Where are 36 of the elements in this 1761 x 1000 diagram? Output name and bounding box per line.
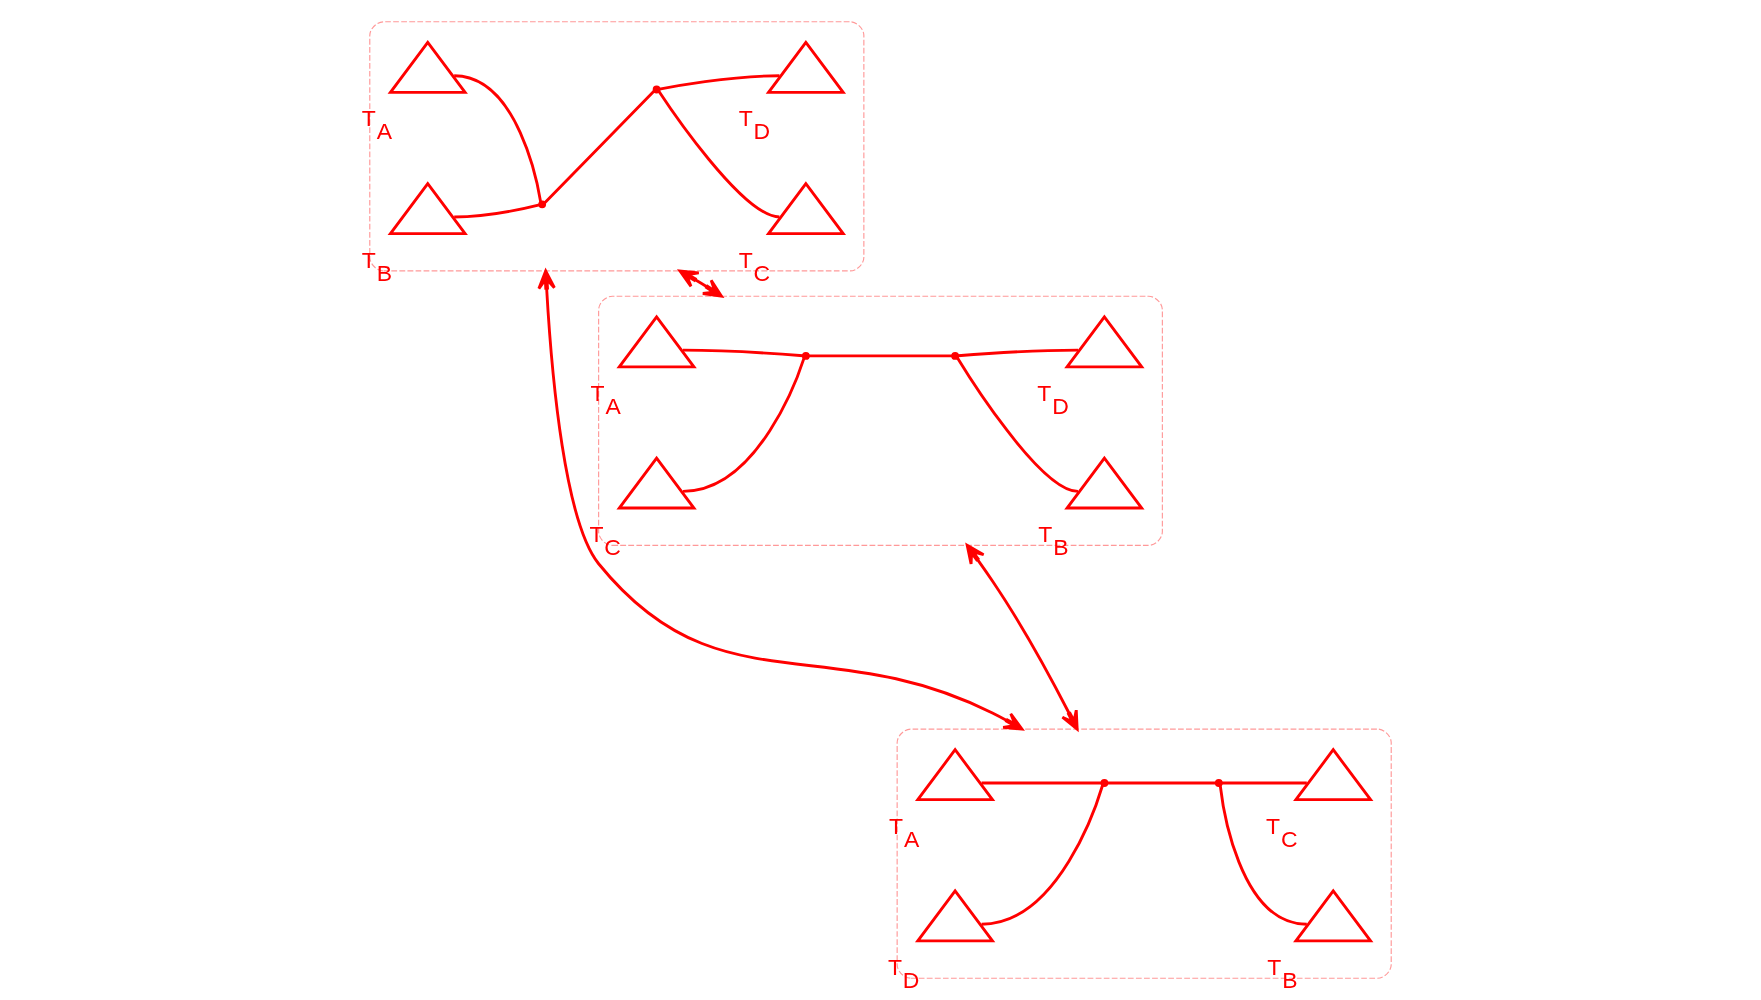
- connector: [683, 348, 804, 358]
- connector: [543, 89, 656, 205]
- node-triangle: [914, 747, 996, 802]
- connector: [981, 781, 1102, 785]
- node-point: [652, 85, 661, 94]
- node-point: [538, 200, 547, 209]
- connector: [1221, 781, 1307, 785]
- node-triangle: [616, 314, 697, 369]
- connector: [1107, 781, 1217, 785]
- connector: [453, 74, 543, 203]
- node-triangle: [765, 40, 847, 94]
- connector: [957, 348, 1078, 358]
- node-point: [951, 352, 960, 360]
- node-triangle: [616, 455, 697, 510]
- connector: [981, 784, 1105, 926]
- node-triangle: [387, 40, 468, 94]
- node-triangle: [387, 181, 468, 236]
- node-triangle: [1064, 455, 1145, 510]
- node-triangle: [1064, 314, 1145, 369]
- arrow: [678, 269, 723, 298]
- arrow: [965, 543, 1079, 731]
- node-point: [801, 352, 810, 360]
- connector: [682, 357, 806, 493]
- connector: [808, 354, 953, 358]
- connector: [955, 356, 1079, 493]
- node-triangle: [765, 181, 847, 236]
- node-point: [1100, 779, 1109, 787]
- node-triangle: [1293, 888, 1374, 943]
- connector: [659, 74, 780, 91]
- connector: [1218, 785, 1308, 926]
- node-point: [1214, 779, 1223, 787]
- connector: [657, 90, 780, 219]
- arrow: [537, 269, 1024, 731]
- node-triangle: [914, 888, 996, 943]
- connector: [454, 203, 540, 219]
- node-triangle: [1293, 747, 1374, 802]
